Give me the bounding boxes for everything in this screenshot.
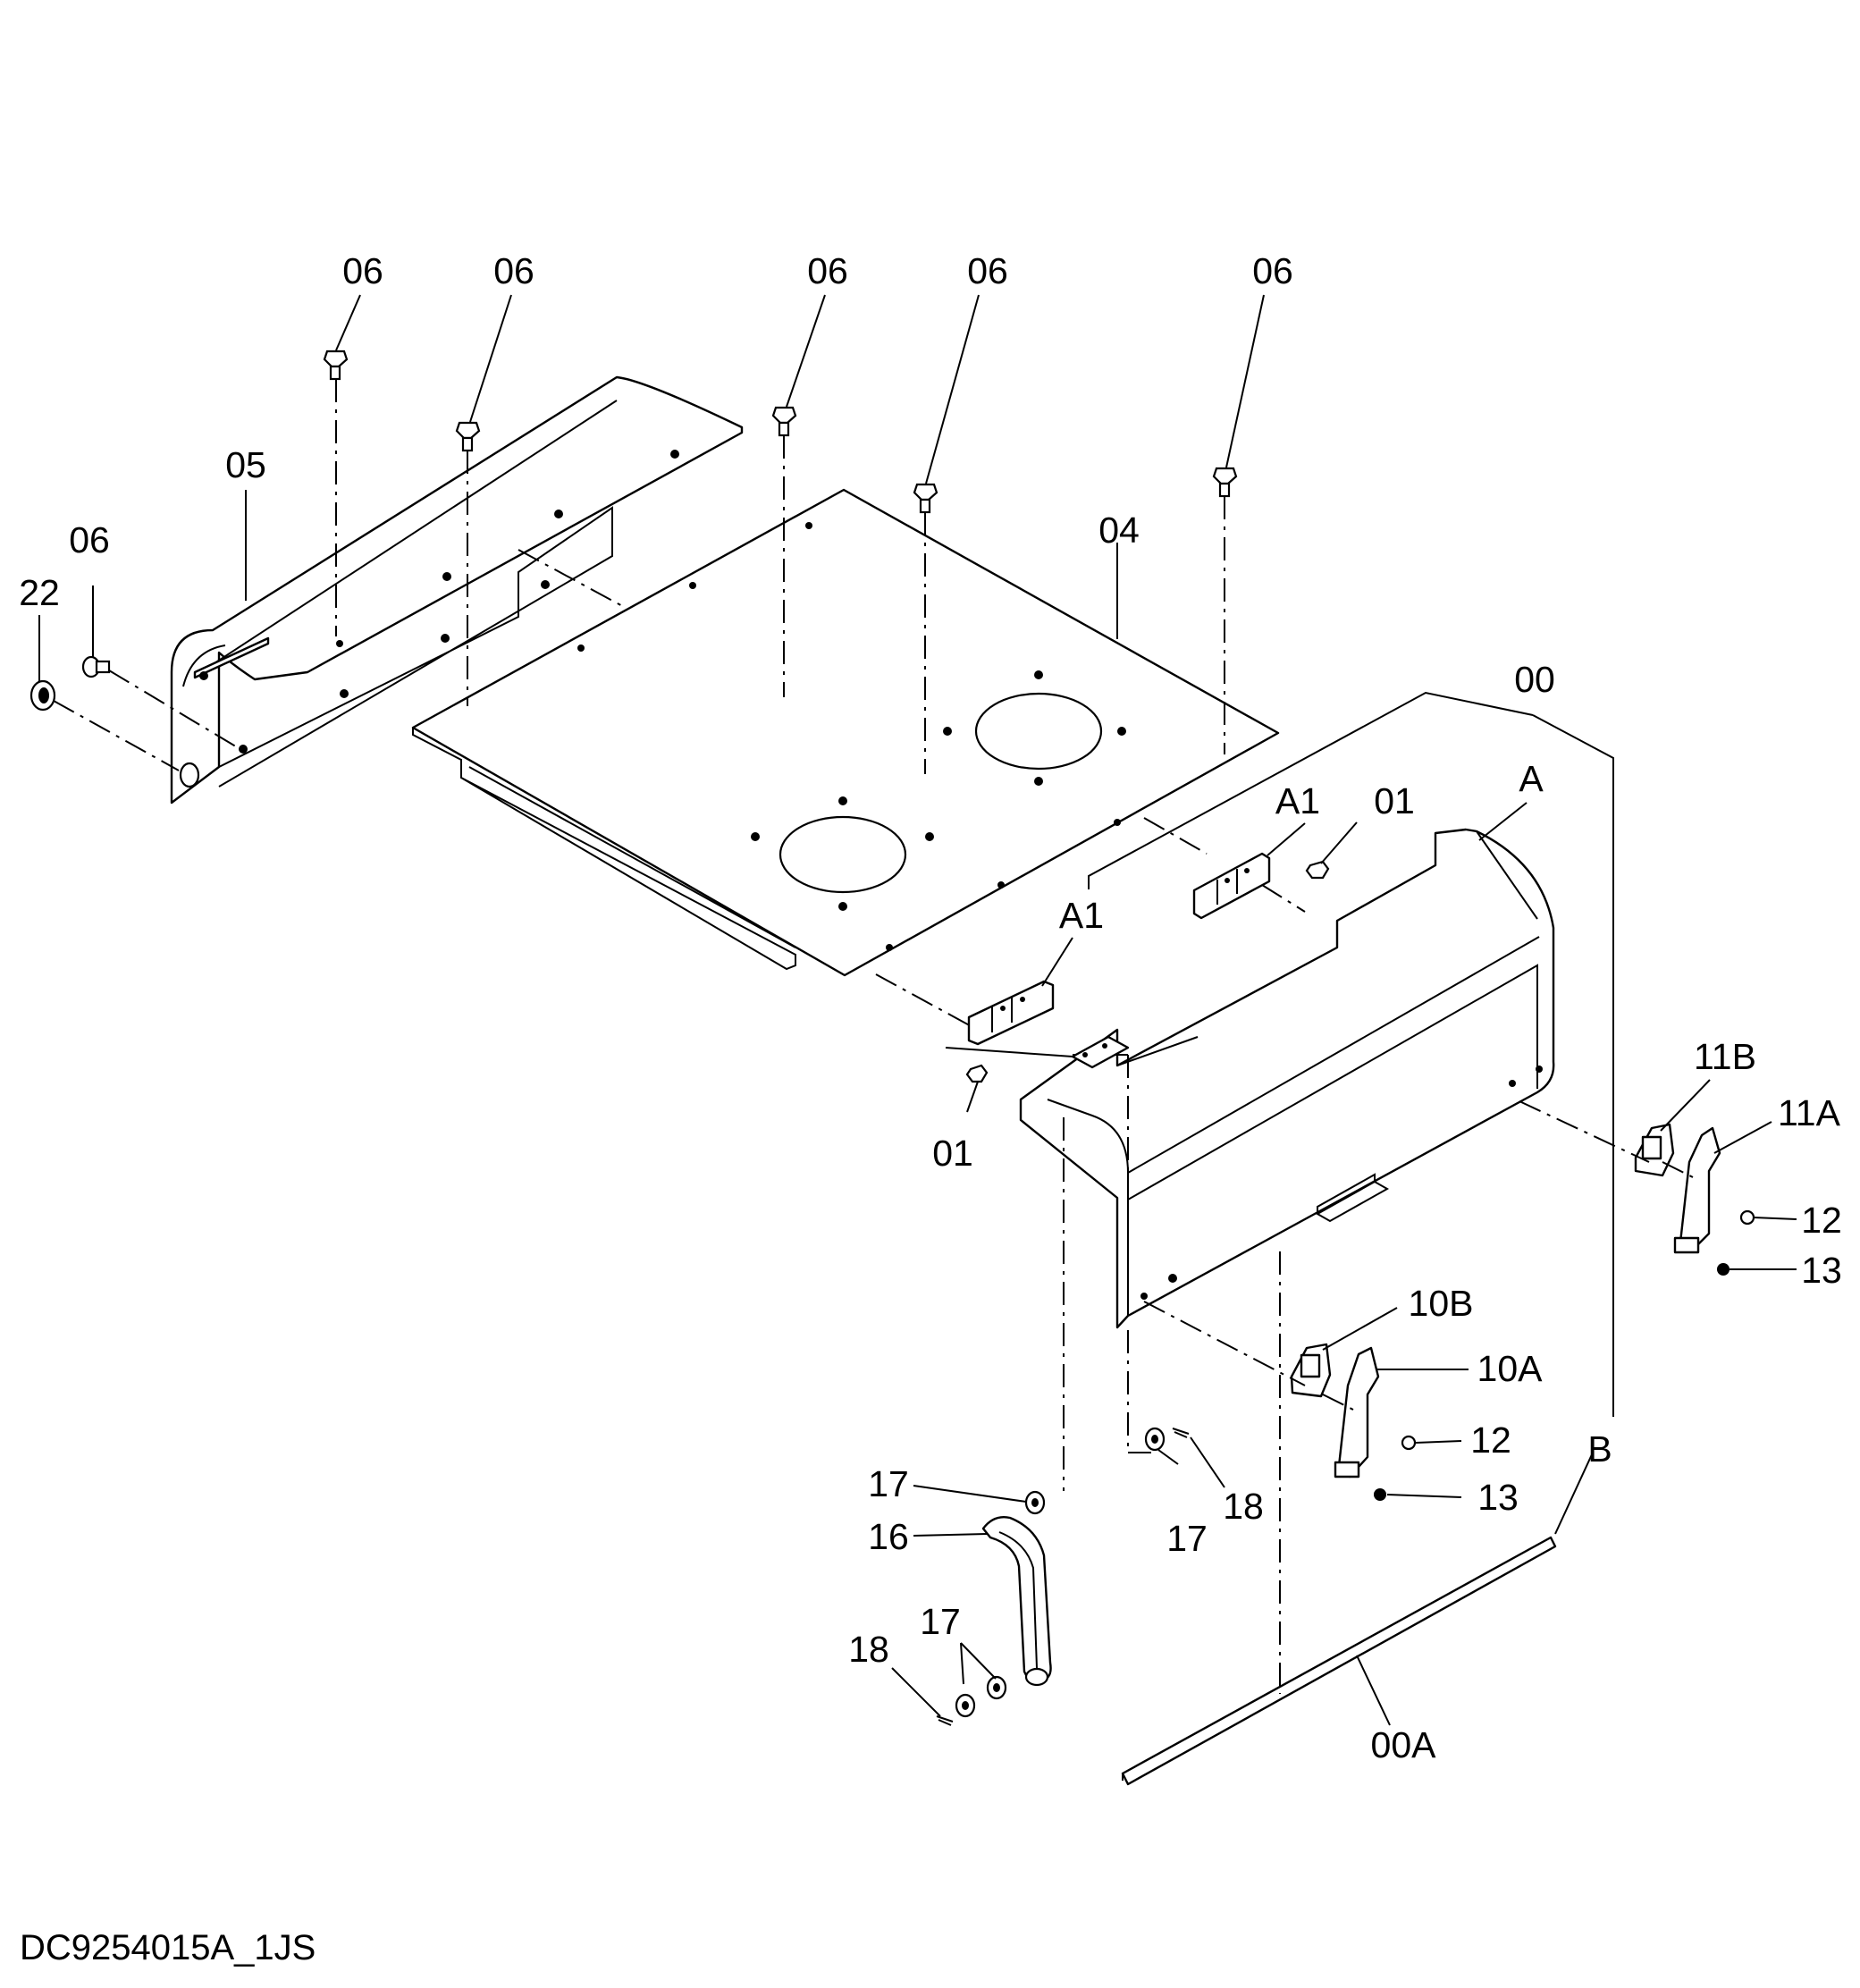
callout-a: A bbox=[1519, 758, 1544, 799]
callout-06: 06 bbox=[69, 519, 110, 560]
bolt-06-icon bbox=[771, 406, 797, 437]
seal-strip-00a bbox=[1121, 1536, 1557, 1786]
part-00-hood-door bbox=[1019, 828, 1555, 1329]
callout-06: 06 bbox=[967, 250, 1008, 291]
side-fasteners bbox=[29, 655, 244, 771]
bolt-06-icon bbox=[81, 655, 111, 678]
washer-17-icon bbox=[955, 1693, 976, 1718]
callout-17: 17 bbox=[868, 1463, 909, 1504]
callout-b: B bbox=[1587, 1428, 1612, 1470]
hinge-a1-left bbox=[945, 980, 1073, 1057]
callout-01: 01 bbox=[932, 1133, 973, 1174]
pin-18-icon bbox=[936, 1715, 954, 1726]
drawing-code: DC9254015A_1JS bbox=[20, 1928, 316, 1967]
callout-01: 01 bbox=[1374, 780, 1415, 821]
callout-06: 06 bbox=[1252, 250, 1293, 291]
callout-11b: 11B bbox=[1694, 1036, 1756, 1077]
callout-04: 04 bbox=[1098, 510, 1140, 551]
callout-labels: 06 06 06 06 06 05 06 22 04 00 A A1 01 A1… bbox=[19, 250, 1842, 1967]
part-05-side-cover bbox=[170, 375, 744, 804]
hinge-plate-left bbox=[1071, 1035, 1130, 1069]
callout-17: 17 bbox=[920, 1601, 961, 1642]
washer-22-icon bbox=[29, 679, 56, 712]
callout-06: 06 bbox=[342, 250, 383, 291]
callout-12: 12 bbox=[1470, 1419, 1511, 1461]
bolt-06-icon bbox=[1212, 467, 1238, 498]
callout-00a: 00A bbox=[1371, 1724, 1437, 1765]
bolt-06-icon bbox=[455, 421, 481, 452]
bolt-06-icon bbox=[323, 350, 349, 381]
pin-18-icon bbox=[1172, 1428, 1190, 1438]
part-04-floor-plate bbox=[411, 488, 1280, 977]
callout-00: 00 bbox=[1514, 659, 1555, 700]
bolt-06-group bbox=[323, 350, 1238, 774]
callout-10b: 10B bbox=[1409, 1283, 1474, 1324]
callout-06: 06 bbox=[807, 250, 848, 291]
callout-18: 18 bbox=[848, 1629, 889, 1670]
callout-06: 06 bbox=[493, 250, 534, 291]
callout-11a: 11A bbox=[1778, 1092, 1841, 1133]
washer-17-icon bbox=[1144, 1427, 1166, 1452]
callout-13: 13 bbox=[1477, 1477, 1519, 1518]
washer-17-icon bbox=[986, 1675, 1007, 1700]
callout-16: 16 bbox=[868, 1516, 909, 1557]
callout-10a: 10A bbox=[1477, 1348, 1544, 1389]
leader-lines bbox=[38, 294, 1797, 1726]
bolt-01-icon bbox=[1305, 860, 1330, 880]
callout-a1: A1 bbox=[1059, 895, 1104, 936]
callout-22: 22 bbox=[19, 572, 60, 613]
hinge-a1-right bbox=[1192, 852, 1271, 920]
callout-a1: A1 bbox=[1275, 780, 1320, 821]
handle-16 bbox=[981, 1516, 1052, 1687]
latch-set-10 bbox=[1143, 1301, 1417, 1501]
callout-18: 18 bbox=[1223, 1486, 1264, 1527]
callout-17: 17 bbox=[1166, 1518, 1208, 1559]
bolt-01-icon bbox=[965, 1064, 989, 1083]
washer-17-icon bbox=[1024, 1490, 1046, 1515]
latch-set-11 bbox=[1519, 1100, 1755, 1276]
bolt-06-icon bbox=[913, 483, 938, 514]
callout-12: 12 bbox=[1801, 1200, 1842, 1241]
callout-13: 13 bbox=[1801, 1250, 1842, 1291]
callout-05: 05 bbox=[225, 444, 266, 485]
